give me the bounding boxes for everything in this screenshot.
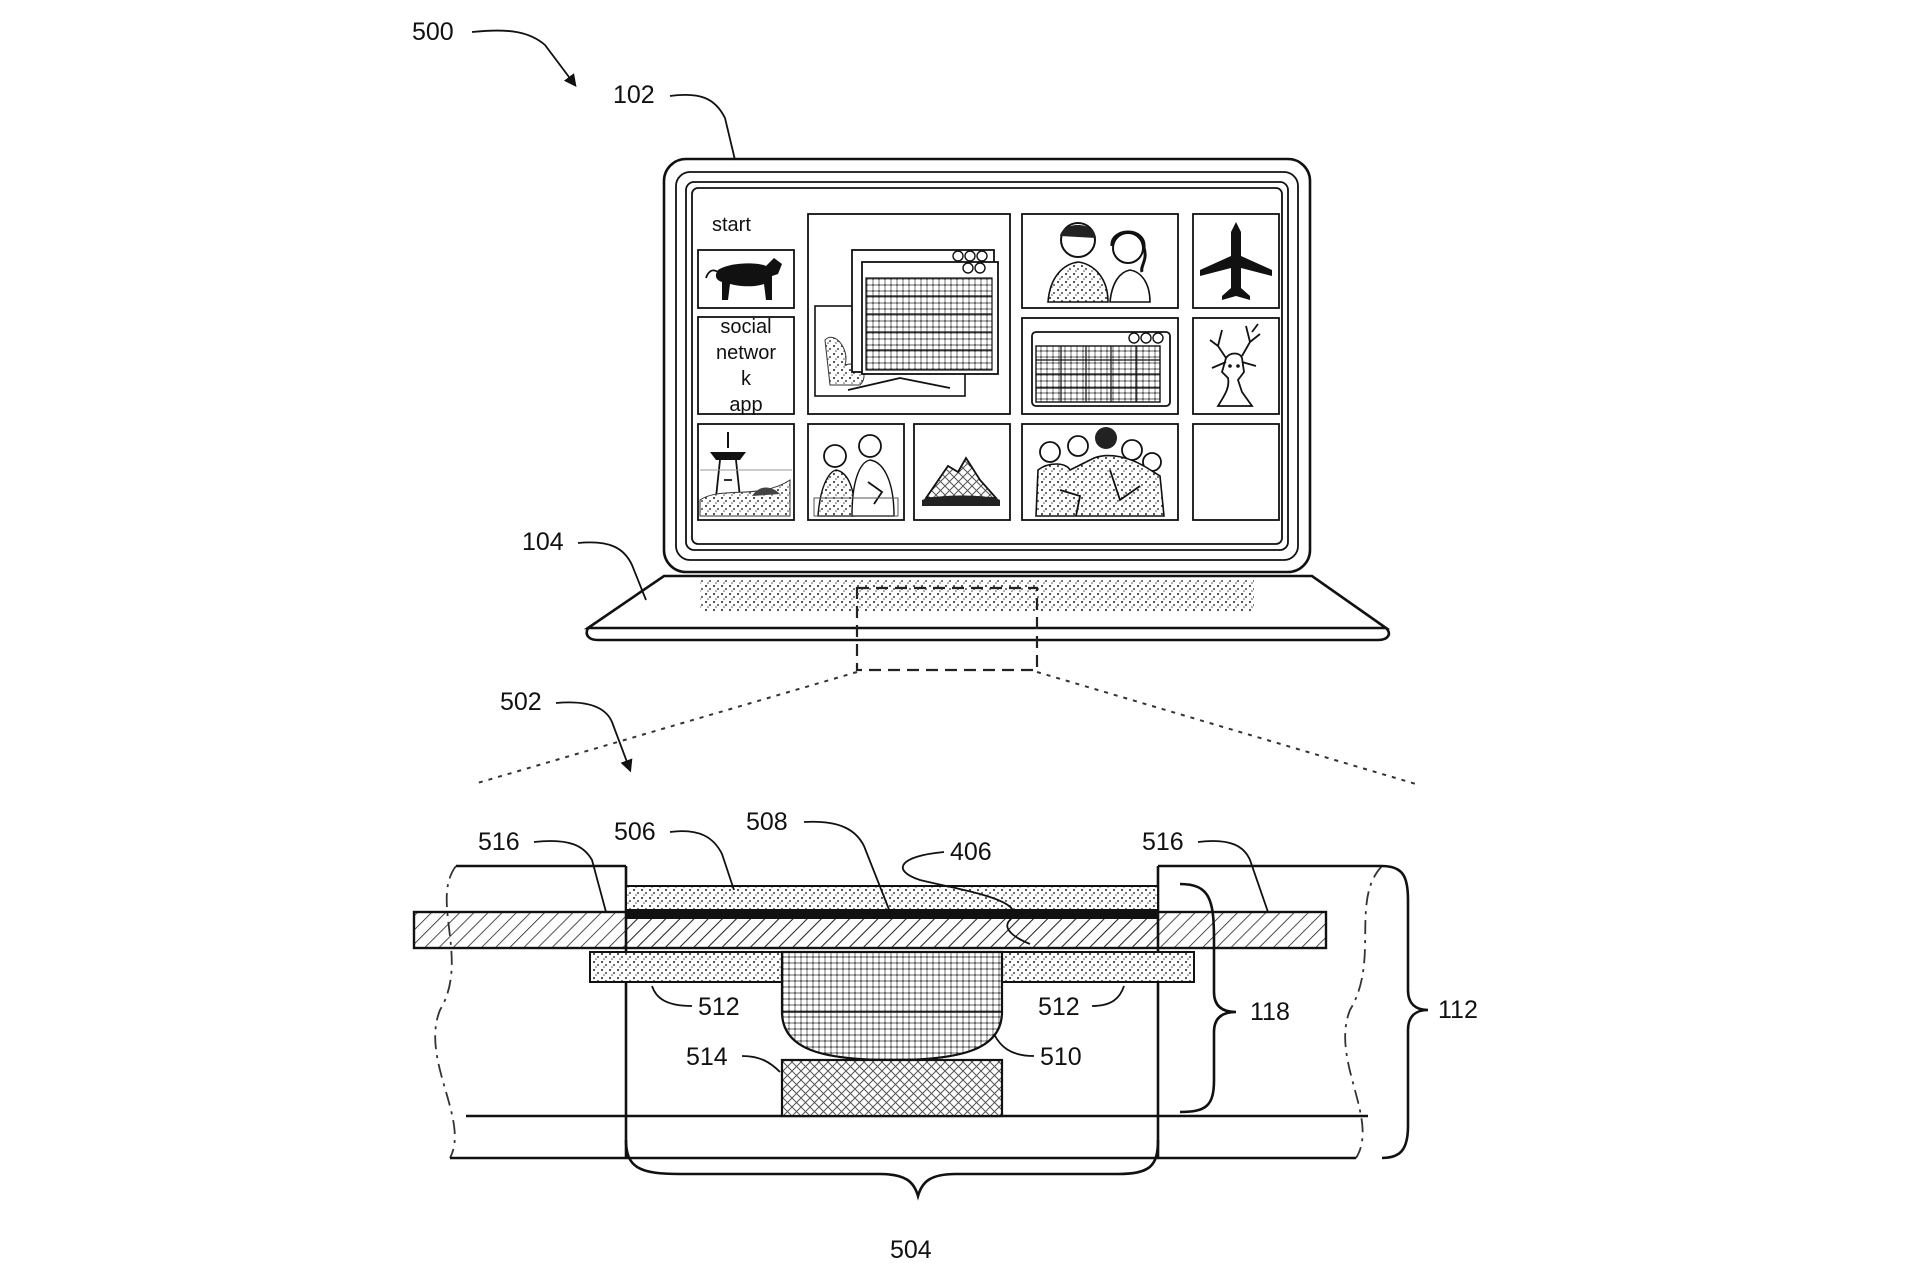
laptop-base-front [585,627,1391,642]
ref-516-left: 516 [478,828,520,856]
ref-504: 504 [890,1236,932,1264]
deer-icon [1209,323,1261,407]
leader-102 [669,93,736,161]
tile-social-network-app[interactable]: social networ k app [697,316,795,416]
detail-region [855,586,1039,672]
app-label-line-3: k [741,368,752,390]
tile-mountain[interactable] [913,423,1011,521]
ref-512-right: 512 [1038,993,1080,1021]
ref-406: 406 [950,838,992,866]
ref-510: 510 [1040,1043,1082,1071]
cross-section: 516 506 508 406 516 512 512 510 514 118 … [412,808,1478,1264]
break-line-right [1344,865,1383,1159]
brace-118 [1179,882,1237,1114]
leader-500 [471,29,577,88]
ref-516-right: 516 [1142,828,1184,856]
tile-empty[interactable] [1192,423,1280,521]
couple-photo-icon [1047,222,1151,303]
start-label[interactable]: start [712,214,751,236]
component-510 [780,950,1004,1062]
space-needle-icon [699,432,792,517]
keyboard-area [700,580,1254,612]
zoom-indicator: 502 [473,671,1417,785]
ref-112: 112 [1438,996,1478,1024]
layer-506 [625,885,1159,911]
leader-502 [555,701,633,773]
ref-508: 508 [746,808,788,836]
display-screen [685,181,1289,551]
tile-calendar[interactable] [1021,317,1179,415]
leader-512-right [1091,985,1125,1007]
tile-couple-photo[interactable] [1021,213,1179,309]
layer-508 [626,910,1158,917]
leader-516-right [1197,840,1269,913]
ref-514: 514 [686,1043,728,1071]
group-photo-icon [1035,427,1165,517]
leader-104 [577,541,647,601]
display-screen-inner [691,187,1283,545]
leader-406 [901,851,1031,945]
hatched-recess-layer [625,917,1159,949]
display-bezel [675,171,1299,561]
brace-112 [1381,864,1429,1160]
plate-512-left [589,951,783,983]
family-photo-icon [813,434,899,517]
ref-502: 502 [500,688,542,716]
app-label-line-2: networ [716,342,776,364]
laptop-figure: 500 102 start social networ k app [412,18,1391,672]
tile-space-needle[interactable] [697,423,795,521]
dog-icon [705,258,782,300]
window-stack-icon [814,249,999,397]
ref-506: 506 [614,818,656,846]
mountain-icon [922,456,1000,506]
tile-dog[interactable] [697,249,795,309]
break-line-left [434,865,457,1159]
tile-deer[interactable] [1192,317,1280,415]
ref-500: 500 [412,18,454,46]
tile-family-photo[interactable] [807,423,905,521]
leader-506 [669,830,735,891]
ref-118: 118 [1250,998,1290,1026]
leader-512-left [651,985,693,1007]
tile-window-stack[interactable] [807,213,1011,415]
app-label-line-1: social [720,316,771,338]
display-housing [662,157,1312,574]
plate-512-right [1001,951,1195,983]
tile-airplane[interactable] [1192,213,1280,309]
leader-510 [993,1033,1035,1057]
calendar-window-icon [1031,331,1171,407]
airplane-icon [1200,222,1272,300]
ref-102: 102 [613,81,655,109]
leader-516-left [533,840,607,913]
ref-512-left: 512 [698,993,740,1021]
app-label-line-4: app [729,394,762,416]
leader-514 [741,1055,781,1073]
brace-504 [624,1139,1160,1201]
component-514 [780,1058,1004,1118]
leader-508 [803,820,891,913]
ref-104: 104 [522,528,564,556]
tile-group-photo[interactable] [1021,423,1179,521]
